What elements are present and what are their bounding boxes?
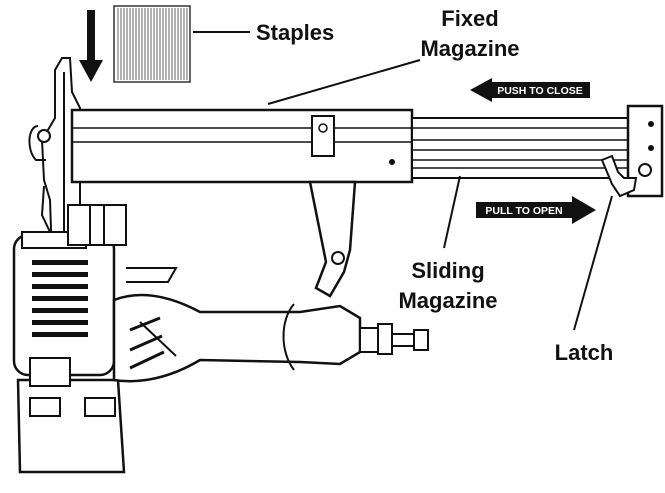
handle (112, 293, 362, 383)
load-down-arrow (79, 10, 103, 82)
sliding-magazine (411, 104, 664, 198)
motor-vents (32, 260, 88, 337)
fixed-magazine (70, 108, 414, 184)
magazine-bracket (308, 180, 357, 298)
fixed-magazine-label-line1: Fixed (441, 6, 498, 31)
motor-housing (12, 231, 126, 474)
sliding-magazine-label-line1: Sliding (411, 258, 484, 283)
staples-label: Staples (256, 20, 334, 45)
latch (600, 154, 638, 198)
latch-label: Latch (555, 340, 614, 365)
upper-housing (67, 204, 178, 283)
sliding-magazine-label-line2: Magazine (398, 288, 497, 313)
push-to-close-arrow: PUSH TO CLOSE (470, 78, 590, 102)
pull-to-open-label: PULL TO OPEN (485, 205, 562, 217)
push-to-close-label: PUSH TO CLOSE (497, 85, 583, 97)
air-fitting (359, 323, 429, 355)
staple-strip (113, 5, 191, 83)
pull-to-open-arrow: PULL TO OPEN (476, 196, 596, 224)
leader-lines (193, 31, 613, 331)
fixed-magazine-label-line2: Magazine (420, 36, 519, 61)
